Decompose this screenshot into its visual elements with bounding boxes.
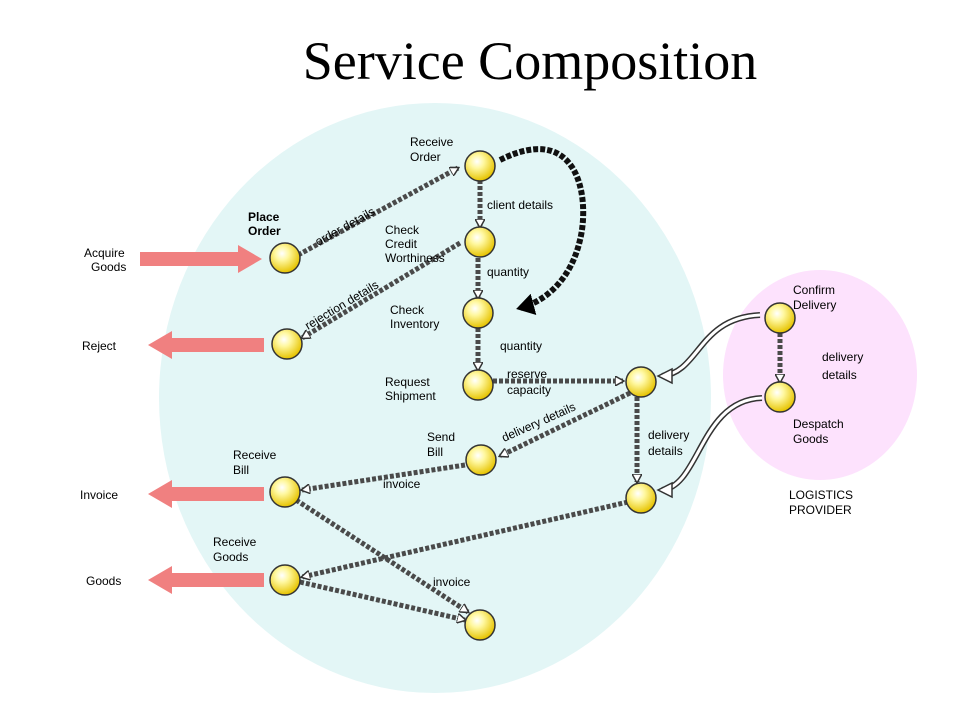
label-logistics-provider-2: PROVIDER [789,503,852,517]
label-invoice-1: invoice [383,477,421,491]
label-receive-bill-2: Bill [233,463,249,477]
node-confirm-delivery [764,302,796,334]
node-reject-source [271,328,303,360]
node-receive-goods [269,564,301,596]
node-place-order [269,242,301,274]
node-end [464,609,496,641]
node-send-bill [465,444,497,476]
label-check-credit-1: Check [385,223,420,237]
label-confirm-delivery-2: Delivery [793,298,836,312]
label-check-inventory-2: Inventory [390,317,439,331]
node-goods-hub [625,482,657,514]
label-quantity-1: quantity [487,265,529,279]
label-receive-order-1: Receive [410,135,454,149]
node-check-credit [464,226,496,258]
node-request-shipment [462,369,494,401]
label-place-order-1: Place [248,210,280,224]
label-send-bill-1: Send [427,430,455,444]
label-delivery-details-vert-1: delivery [648,428,689,442]
label-reserve: reserve [507,367,547,381]
feedback-curve [498,146,587,316]
label-receive-goods-2: Goods [213,550,248,564]
label-goods-acquire: Goods [91,260,126,274]
node-shipment-hub [625,366,657,398]
flow-invoice-1 [302,462,466,490]
label-check-credit-3: Worthiness [385,251,445,265]
invoice-arrow [148,480,264,508]
flow-receive-goods [302,499,629,577]
label-acquire: Acquire [84,246,125,260]
flow-delivery-details-diag [500,390,632,459]
label-invoice: Invoice [80,488,118,502]
label-delivery-details-logistics-2: details [822,368,857,382]
label-quantity-2: quantity [500,339,542,353]
flow-rejection-details [302,240,462,341]
label-place-order-2: Order [248,224,281,238]
label-receive-bill-1: Receive [233,448,277,462]
node-receive-bill [269,476,301,508]
goods-arrow [148,566,264,594]
label-confirm-delivery-1: Confirm [793,283,835,297]
page-title: Service Composition [302,31,758,91]
label-request-shipment-2: Shipment [385,389,436,403]
reject-arrow [148,331,264,359]
label-logistics-provider-1: LOGISTICS [789,488,853,502]
node-despatch-goods [764,381,796,413]
label-despatch-goods-2: Goods [793,432,828,446]
label-check-credit-2: Credit [385,237,418,251]
label-reject: Reject [82,339,117,353]
flow-order-details [296,165,458,258]
label-client-details: client details [487,198,553,212]
label-delivery-details-vert-2: details [648,444,683,458]
label-invoice-2: invoice [433,575,471,589]
label-send-bill-2: Bill [427,445,443,459]
label-despatch-goods-1: Despatch [793,417,844,431]
node-check-inventory [462,297,494,329]
label-goods: Goods [86,574,121,588]
label-capacity: capacity [507,383,551,397]
label-request-shipment-1: Request [385,375,430,389]
label-receive-order-2: Order [410,150,441,164]
label-receive-goods-1: Receive [213,535,257,549]
flow-receive-goods-to-end [299,579,465,620]
acquire-goods-arrow [140,245,262,273]
flow-invoice-2-diag [294,497,468,615]
node-receive-order [464,150,496,182]
label-check-inventory-1: Check [390,303,425,317]
label-delivery-details-logistics-1: delivery [822,350,863,364]
